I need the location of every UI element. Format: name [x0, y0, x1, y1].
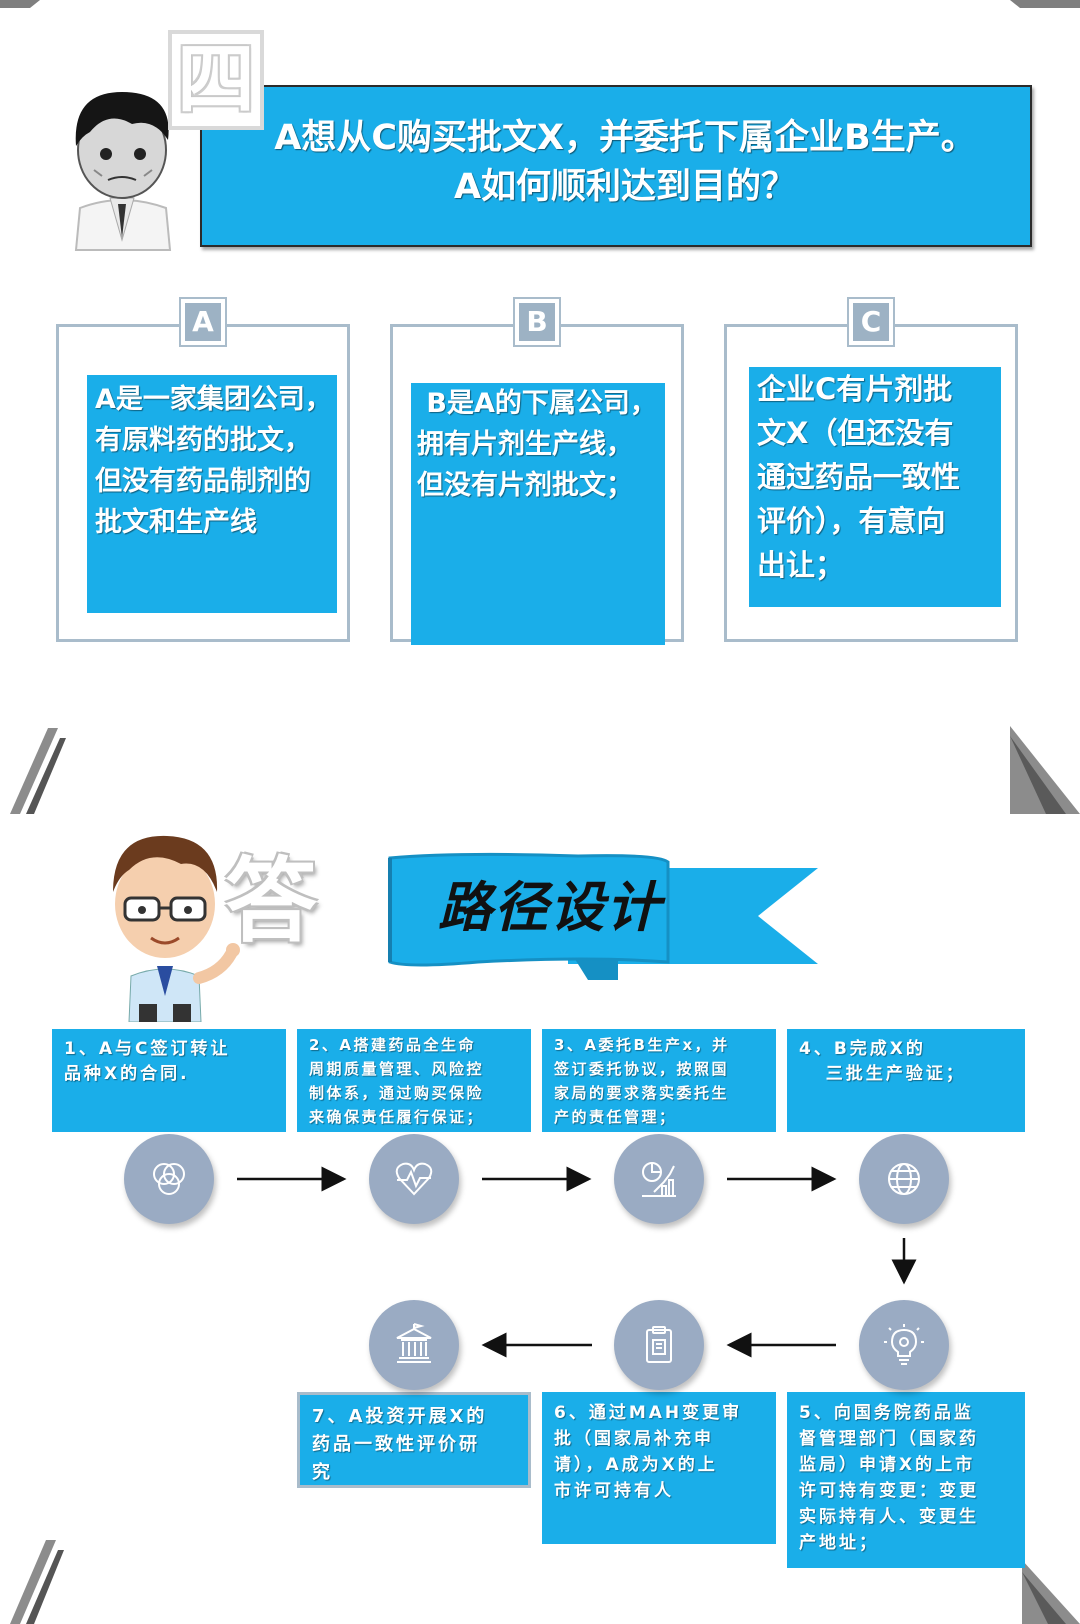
party-a-line: 批文和生产线: [95, 507, 257, 538]
answer-big-char: 答: [225, 848, 318, 955]
step-7-node: [369, 1300, 459, 1390]
step-3-line: 3、A委托B生产x，并: [554, 1036, 730, 1054]
party-a-card: A A是一家集团公司， 有原料药的批文， 但没有药品制剂的 批文和生产线: [56, 297, 350, 642]
step-2-line: 制体系，通过购买保险: [309, 1084, 485, 1102]
clipboard-icon: [646, 1326, 672, 1363]
step-6-line: 批（国家局补充申: [554, 1429, 714, 1449]
step-6-line: 市许可持有人: [554, 1481, 674, 1501]
step-4-box: 4、B完成X的 三批生产验证；: [787, 1029, 1025, 1132]
bottom-left-stripe: [10, 1540, 64, 1624]
party-c-card: C 企业C有片剂批 文X（但还没有 通过药品一致性 评价），有意向 出让；: [724, 297, 1018, 642]
party-a-line: A是一家集团公司，: [95, 384, 332, 415]
bank-building-icon: [396, 1323, 432, 1363]
step-5-node: [859, 1300, 949, 1390]
party-c-line: 企业C有片剂批: [757, 372, 953, 406]
party-b-line: B是A的下属公司，: [417, 388, 657, 419]
step-2-box: 2、A搭建药品全生命 周期质量管理、风险控 制体系，通过购买保险 来确保责任履行…: [297, 1029, 531, 1132]
step-1-line: 品种X的合同.: [64, 1064, 190, 1084]
party-c-tag: C: [847, 297, 895, 347]
step-1-node: [124, 1134, 214, 1224]
step-5-line: 实际持有人、变更生: [799, 1507, 979, 1527]
step-5-line: 监局）申请X的上市: [799, 1455, 976, 1475]
step-3-line: 签订委托协议，按照国: [554, 1060, 730, 1078]
step-4-node: [859, 1134, 949, 1224]
party-c-description: 企业C有片剂批 文X（但还没有 通过药品一致性 评价），有意向 出让；: [749, 367, 1001, 607]
top-left-stripe: [0, 0, 40, 8]
question-line-1: A想从C购买批文X，并委托下属企业B生产。: [274, 118, 976, 158]
venn-circles-icon: [153, 1163, 185, 1195]
step-7-box: 7、A投资开展X的 药品一致性评价研 究: [297, 1392, 531, 1488]
party-b-description: B是A的下属公司， 拥有片剂生产线， 但没有片剂批文；: [411, 383, 665, 645]
party-b-line: 但没有片剂批文；: [417, 470, 633, 501]
mid-right-stripe: [1010, 726, 1080, 814]
party-a-line: 有原料药的批文，: [95, 425, 311, 456]
heart-pulse-icon: [395, 1162, 433, 1196]
party-c-line: 文X（但还没有: [757, 416, 954, 450]
top-right-stripe: [1010, 0, 1080, 8]
step-5-box: 5、向国务院药品监 督管理部门（国家药 监局）申请X的上市 许可持有变更：变更 …: [787, 1392, 1025, 1568]
step-6-box: 6、通过MAH变更审 批（国家局补充申 请），A成为X的上 市许可持有人: [542, 1392, 776, 1544]
step-3-line: 家局的要求落实委托生: [554, 1084, 730, 1102]
step-4-line: 三批生产验证；: [799, 1064, 966, 1084]
lightbulb-gear-icon: [884, 1324, 924, 1365]
party-c-line: 出让；: [757, 548, 845, 582]
question-line-2: A如何顺利达到目的？: [453, 167, 797, 207]
title-ribbon: [388, 852, 818, 980]
mid-left-stripe: [10, 728, 66, 814]
globe-network-icon: [888, 1163, 920, 1195]
step-2-line: 来确保责任履行保证；: [309, 1108, 485, 1126]
party-a-line: 但没有药品制剂的: [95, 466, 311, 497]
growth-chart-icon: [642, 1162, 676, 1197]
party-c-line: 通过药品一致性: [757, 460, 961, 494]
step-2-line: 周期质量管理、风险控: [309, 1060, 485, 1078]
step-5-line: 5、向国务院药品监: [799, 1403, 974, 1423]
worried-man-avatar: [74, 92, 172, 251]
answer-ribbon-title: 路径设计: [438, 876, 662, 939]
question-number: 四: [168, 30, 264, 130]
party-b-line: 拥有片剂生产线，: [417, 429, 633, 460]
step-6-line: 请），A成为X的上: [554, 1455, 718, 1475]
step-3-node: [614, 1134, 704, 1224]
step-1-line: 1、A与C签订转让: [64, 1039, 231, 1059]
step-7-line: 7、A投资开展X的: [312, 1406, 488, 1427]
step-5-line: 产地址；: [799, 1533, 879, 1553]
party-a-description: A是一家集团公司， 有原料药的批文， 但没有药品制剂的 批文和生产线: [87, 375, 337, 613]
step-3-box: 3、A委托B生产x，并 签订委托协议，按照国 家局的要求落实委托生 产的责任管理…: [542, 1029, 776, 1132]
step-3-line: 产的责任管理；: [554, 1108, 677, 1126]
question-banner: A想从C购买批文X，并委托下属企业B生产。 A如何顺利达到目的？: [200, 85, 1032, 247]
step-5-line: 许可持有变更：变更: [799, 1481, 979, 1501]
step-6-line: 6、通过MAH变更审: [554, 1403, 743, 1423]
bottom-right-stripe: [1022, 1560, 1080, 1624]
step-2-node: [369, 1134, 459, 1224]
presenter-man-avatar: [113, 835, 240, 1022]
step-7-line: 究: [312, 1462, 333, 1483]
party-b-card: B B是A的下属公司， 拥有片剂生产线， 但没有片剂批文；: [390, 297, 684, 645]
party-a-tag: A: [179, 297, 227, 347]
step-2-line: 2、A搭建药品全生命: [309, 1036, 477, 1054]
step-4-line: 4、B完成X的: [799, 1039, 926, 1059]
step-1-box: 1、A与C签订转让 品种X的合同.: [52, 1029, 286, 1132]
party-c-line: 评价），有意向: [757, 504, 946, 538]
step-7-line: 药品一致性评价研: [312, 1434, 480, 1455]
party-b-tag: B: [513, 297, 561, 347]
step-5-line: 督管理部门（国家药: [799, 1429, 979, 1449]
step-6-node: [614, 1300, 704, 1390]
